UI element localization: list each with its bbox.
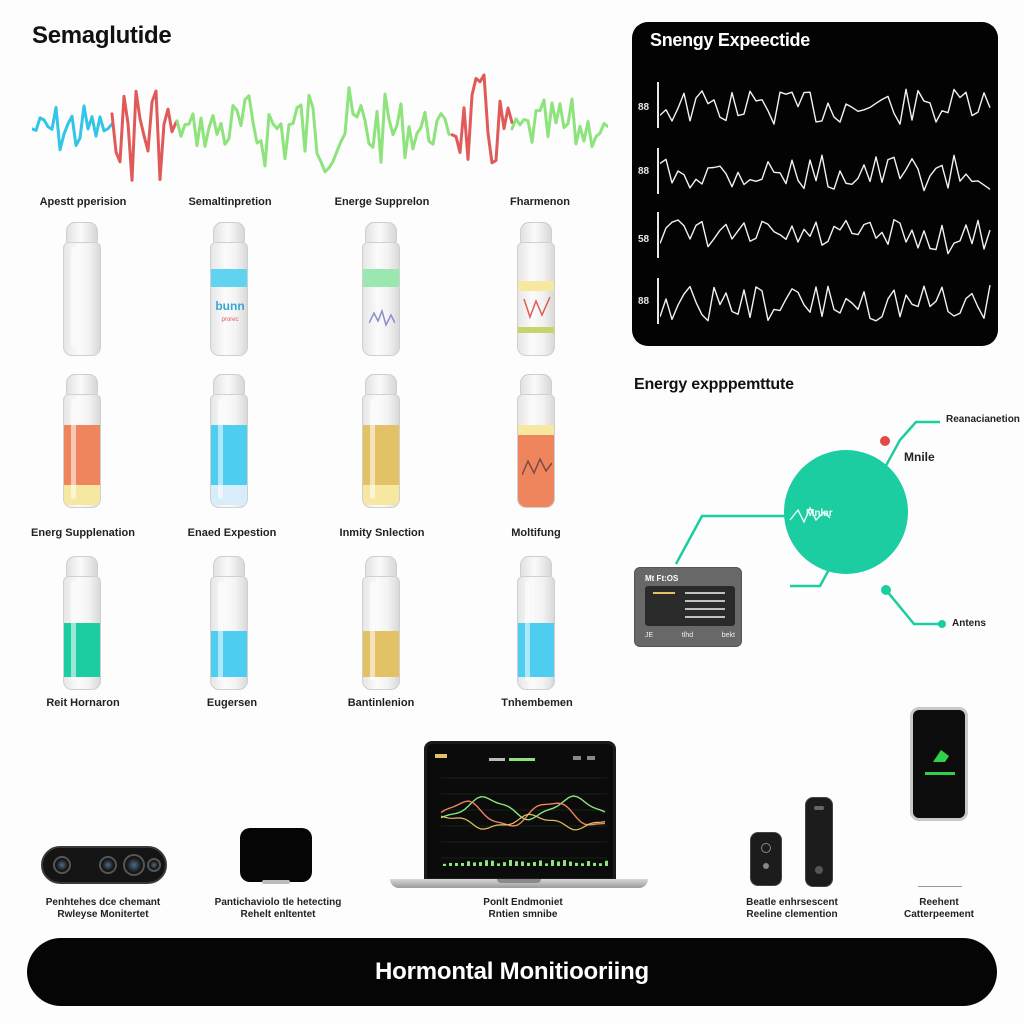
track-label: 88 <box>638 296 650 307</box>
connector-line <box>885 589 942 626</box>
hormone-waveform <box>32 73 608 182</box>
vial-orange-pattern <box>517 374 555 508</box>
vial-gold <box>362 374 400 508</box>
vial-mark: bunn <box>215 299 245 313</box>
energy-heading: Energy expppemttute <box>634 376 794 393</box>
track-waveform <box>660 284 991 322</box>
track-waveform <box>660 88 991 125</box>
app-logo-icon <box>933 750 949 762</box>
sensor-screen <box>645 586 735 626</box>
waveform-segment <box>32 104 114 152</box>
track-waveform <box>660 154 991 192</box>
marker-dot <box>880 436 890 446</box>
connector-line <box>790 420 940 588</box>
page-title: Semaglutide <box>32 22 172 49</box>
connector-line <box>674 514 820 565</box>
energy-circle-label: Mnlar <box>806 508 833 519</box>
sensor-title: Mt Ft:OS <box>645 574 679 583</box>
track-waveform <box>660 218 991 255</box>
vial-label: Reit Hornaron <box>46 697 120 709</box>
energy-label-bottom: Antens <box>952 618 986 629</box>
camera-lens-icon <box>99 856 117 874</box>
vial-label: Apestt pperision <box>39 196 127 208</box>
footer-title: Hormontal Monitiooriing <box>374 958 650 985</box>
waveform-segment <box>450 73 514 165</box>
track-marker <box>657 278 659 324</box>
vial-label: Eugersen <box>206 697 258 709</box>
vial-clear <box>63 222 101 356</box>
vial-gold-low <box>362 556 400 690</box>
track-marker <box>657 82 659 128</box>
track-label: 88 <box>638 102 650 113</box>
vial-orange <box>63 374 101 508</box>
phone-device <box>910 707 968 821</box>
box-device <box>240 828 312 882</box>
energy-diagram <box>674 420 946 628</box>
footer-banner: Hormontal Monitiooriing <box>27 938 997 1006</box>
vial-cyan-low <box>210 556 248 690</box>
vial-label: Enaed Expestion <box>187 527 277 539</box>
vial-label: Fharmenon <box>510 196 570 208</box>
camera-lens-icon <box>123 854 145 876</box>
vial-pattern <box>517 222 555 356</box>
camera-device <box>41 846 167 884</box>
energy-label-top: Reanacianetion <box>946 414 1020 425</box>
sensor-foot-label: tlhd <box>681 632 694 639</box>
waveform-segment <box>510 97 608 149</box>
sensor-foot-label: JE <box>645 632 654 639</box>
vial-mark: prorec <box>221 317 239 323</box>
vial-label: Energ Supplenation <box>31 527 135 539</box>
marker-dot <box>938 620 946 628</box>
sensor-device: Mt Ft:OS JE tlhd bekt <box>634 567 742 647</box>
track-label: 88 <box>638 166 650 177</box>
monitor-title: Snengy Expeectide <box>650 30 810 50</box>
laptop-device <box>424 741 616 881</box>
vial-label: Inmity Snlection <box>339 527 425 539</box>
energy-label-mid: Mnile <box>904 450 935 464</box>
track-label: 58 <box>638 234 650 245</box>
monitor-panel: Snengy Expeectide 88 88 58 88 <box>632 22 998 346</box>
track-marker <box>657 212 659 258</box>
vial-label: Bantinlenion <box>347 697 415 709</box>
track-marker <box>657 148 659 194</box>
remote-device <box>750 832 782 886</box>
waveform-segment <box>110 89 178 182</box>
marker-dot <box>881 585 891 595</box>
vial-label: Energe Supprelon <box>334 196 430 208</box>
vial-cyan-label: bunn prorec <box>210 222 248 356</box>
energy-circle <box>784 450 908 574</box>
vial-label: Tnhembemen <box>501 697 573 709</box>
waveform-segment <box>175 86 451 174</box>
laptop-dashboard <box>435 754 608 866</box>
vial-label: Semaltinpretion <box>188 196 272 208</box>
vial-cyan-low <box>517 556 555 690</box>
vial-teal <box>63 556 101 690</box>
camera-lens-icon <box>53 856 71 874</box>
vial-label: Moltifung <box>511 527 561 539</box>
sensor-foot-label: bekt <box>721 632 735 639</box>
vial-cyan <box>210 374 248 508</box>
remote-device <box>805 797 833 887</box>
camera-lens-icon <box>147 858 161 872</box>
vial-green-label <box>362 222 400 356</box>
